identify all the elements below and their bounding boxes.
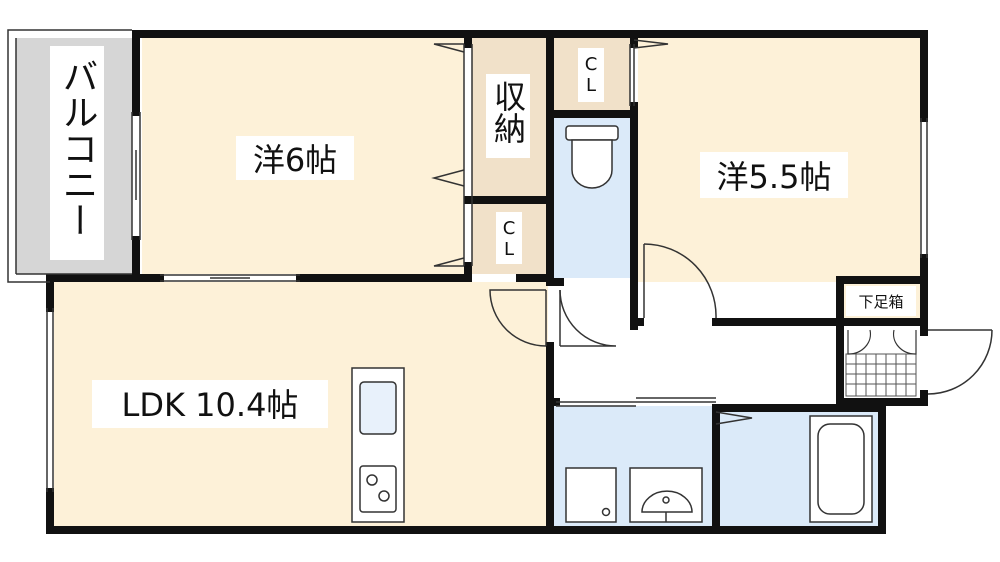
western-5-5-label: 洋5.5帖 [717, 158, 832, 196]
door-swings [489, 243, 993, 395]
western-5-5-label-bg [700, 152, 848, 198]
ldk-label-bg [92, 380, 328, 428]
storage-label-bg [486, 74, 530, 158]
shoe-box-doors [847, 329, 917, 355]
shoe-box-label: 下足箱 [858, 293, 903, 311]
hallway-area [554, 282, 838, 400]
ldk-label: LDK 10.4帖 [122, 386, 299, 424]
washer-pan [565, 467, 617, 523]
room-labels: バルコニー 洋6帖 収納 CL CL 洋5.5帖 下足箱 LDK 10.4帖 [50, 46, 916, 428]
closet-lower-label: CL [499, 218, 520, 260]
thin-fixtures [7, 29, 928, 492]
entrance-tiles [845, 353, 917, 397]
western-6-label: 洋6帖 [253, 141, 337, 179]
closet-upper-label-bg [578, 48, 604, 102]
closet-lower-label-bg [496, 212, 522, 264]
storage-label: 収納 [489, 80, 527, 144]
closet-upper-label: CL [581, 54, 602, 96]
wash-basin [629, 467, 703, 523]
balcony-label: バルコニー [57, 58, 98, 238]
balcony-label-bg [50, 46, 104, 260]
shoe-box-label-bg [846, 286, 916, 316]
bathtub [809, 415, 873, 523]
walls [46, 30, 928, 534]
kitchen-counter [351, 367, 405, 523]
western-6-label-bg [236, 136, 354, 180]
toilet-fixture [565, 125, 619, 189]
